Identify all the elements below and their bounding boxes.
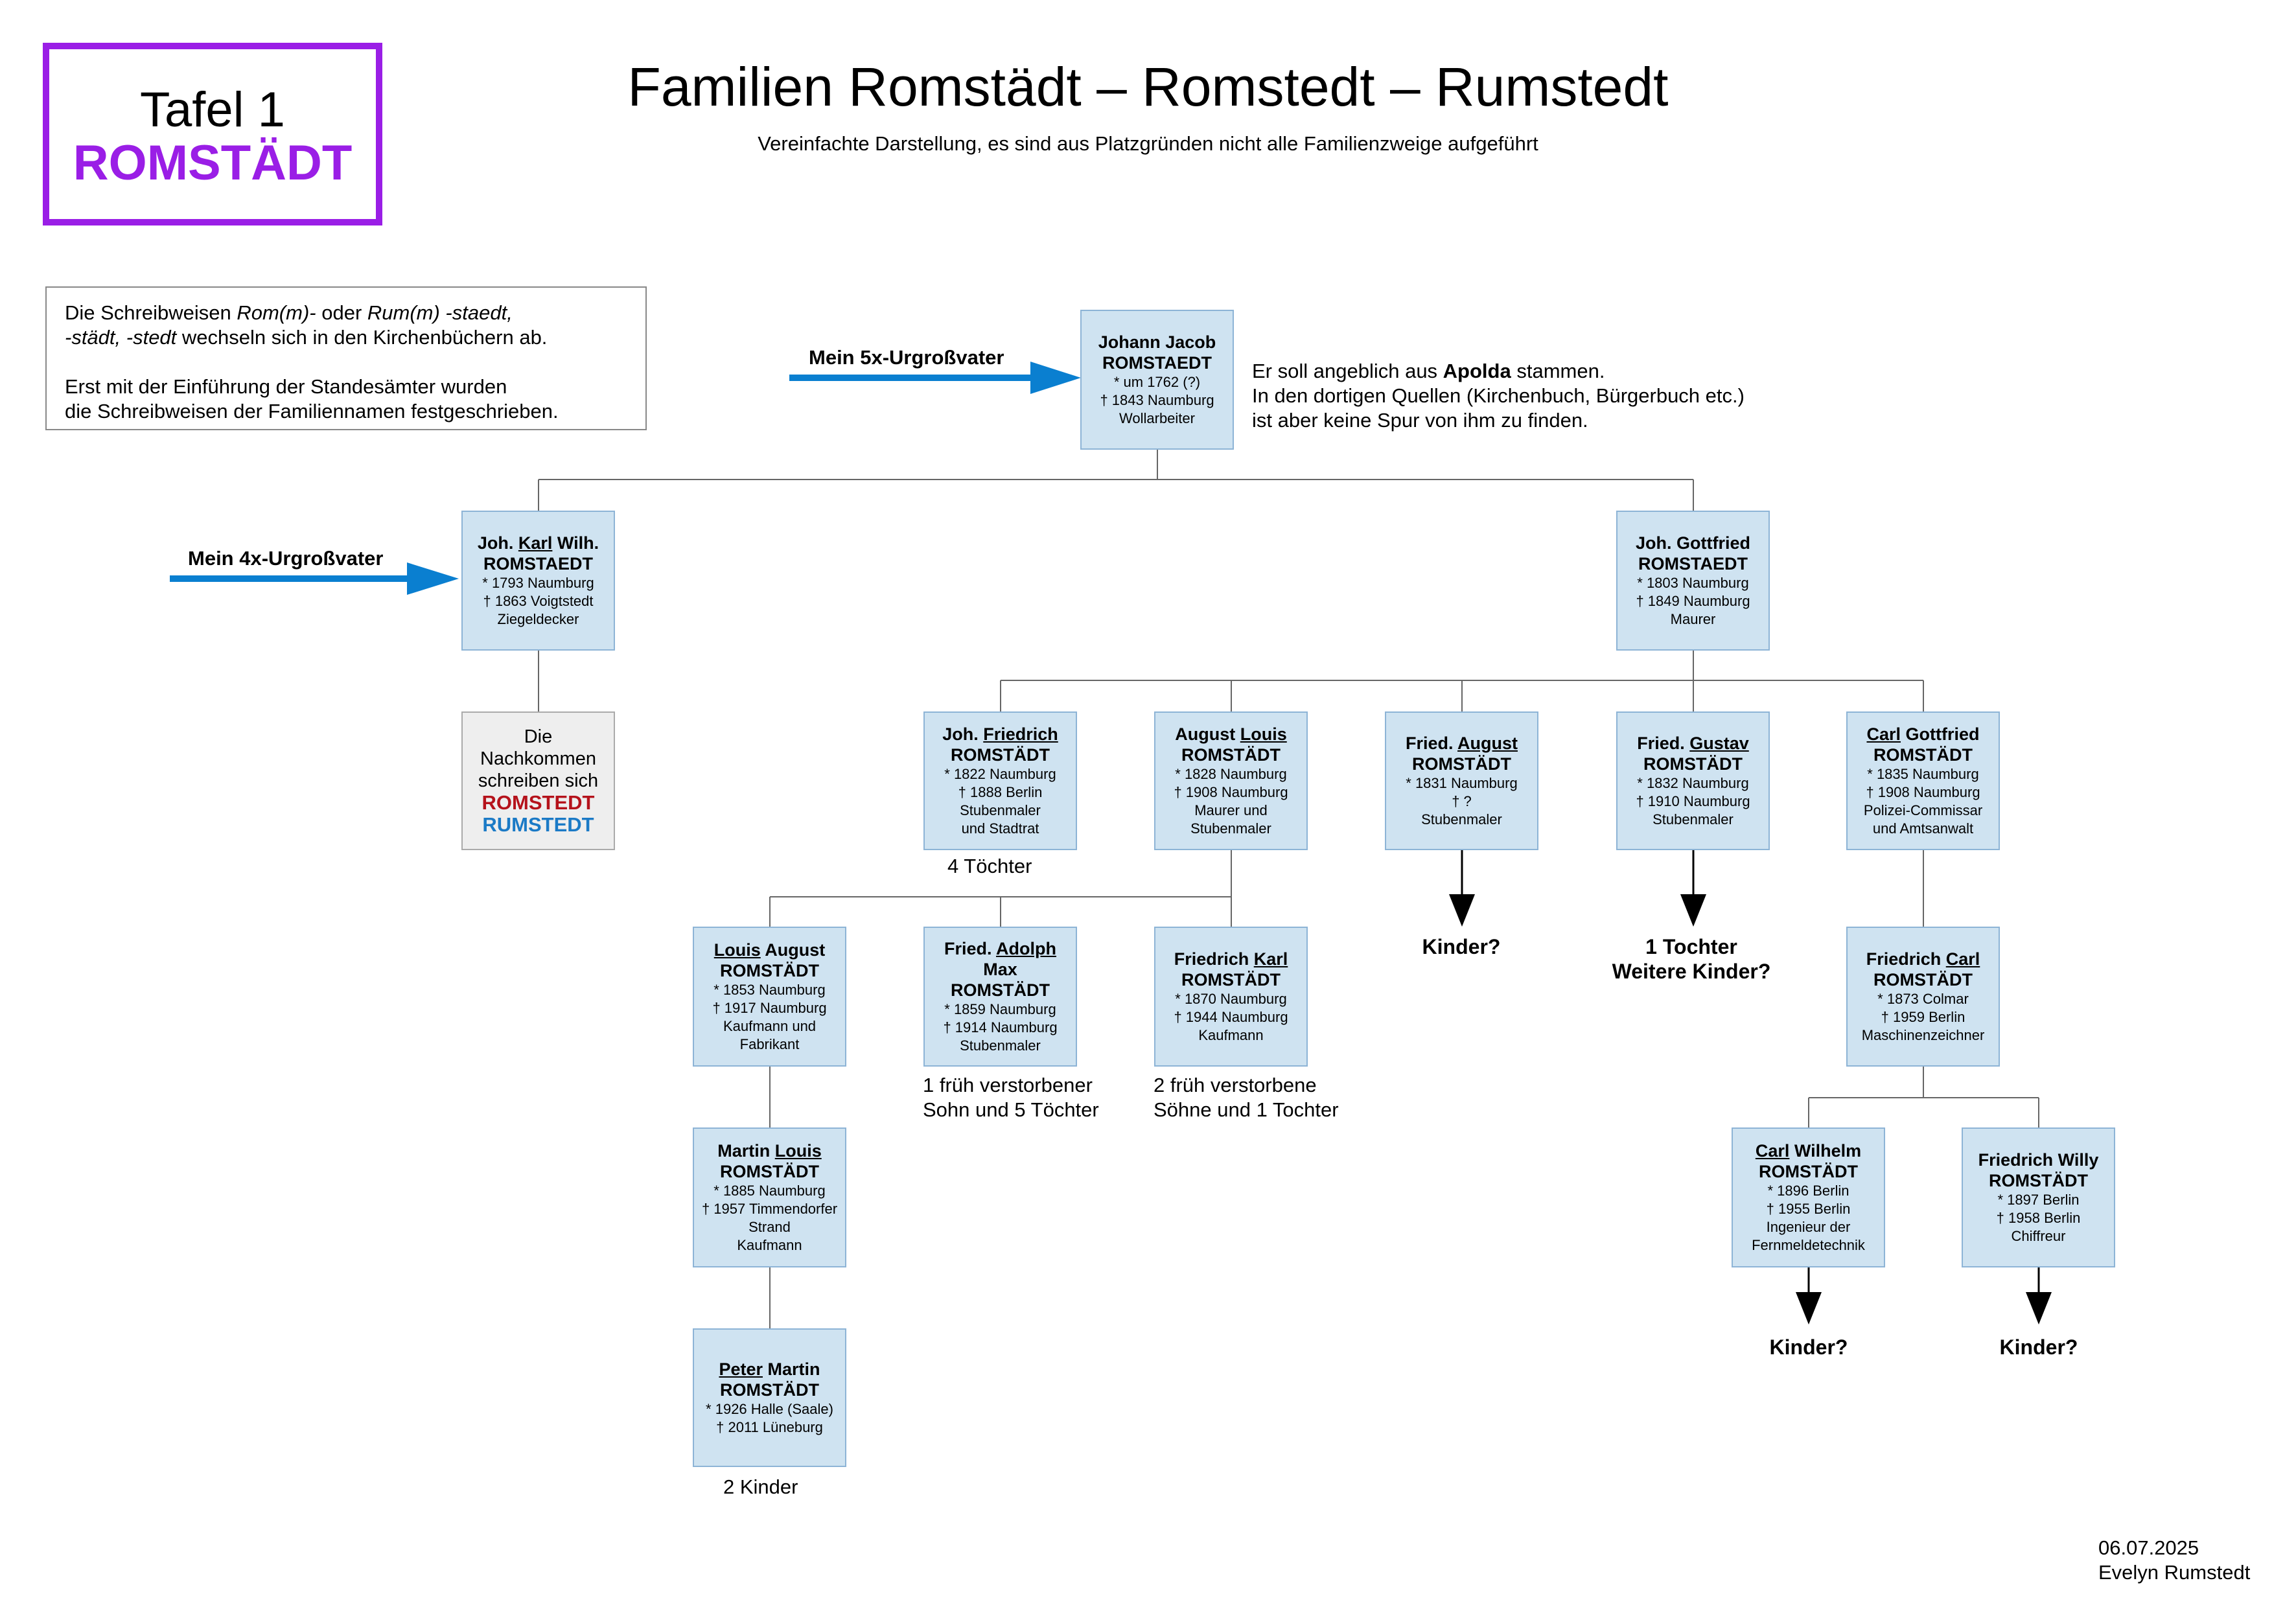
person-joh-gottfried[interactable]: Joh. Gottfried ROMSTAEDT * 1803 Naumburg… [1616,511,1770,651]
label-kinder-friedrich-willy: Kinder? [1999,1335,2078,1359]
page-title: Familien Romstädt – Romstedt – Rumstedt [627,56,1669,117]
spelling-note: Die Schreibweisen Rom(m)- oder Rum(m) -s… [45,286,647,430]
person-carl-wilhelm[interactable]: Carl Wilhelm ROMSTÄDT * 1896 Berlin † 19… [1732,1127,1885,1267]
label-4-toechter: 4 Töchter [947,855,1032,877]
arrow-down-icon [1796,1292,1822,1324]
person-johann-jacob[interactable]: Johann Jacob ROMSTAEDT * um 1762 (?) † 1… [1080,310,1234,450]
person-joh-friedrich[interactable]: Joh. Friedrich ROMSTÄDT * 1822 Naumburg … [923,711,1077,850]
page-subtitle: Vereinfachte Darstellung, es sind aus Pl… [758,132,1538,155]
person-louis-august[interactable]: Louis August ROMSTÄDT * 1853 Naumburg † … [693,927,846,1067]
footer-author: Evelyn Rumstedt [2098,1561,2251,1584]
person-fried-gustav[interactable]: Fried. Gustav ROMSTÄDT * 1832 Naumburg †… [1616,711,1770,850]
gen4-arrow-head-icon [407,562,459,595]
person-fried-adolph[interactable]: Fried. Adolph Max ROMSTÄDT * 1859 Naumbu… [923,927,1077,1067]
gen5-arrow-shaft [789,375,1036,381]
person-karl-wilh[interactable]: Joh. Karl Wilh. ROMSTAEDT * 1793 Naumbur… [461,511,615,651]
tafel-family: ROMSTÄDT [73,135,353,191]
descendants-note: Die Nachkommen schreiben sich ROMSTEDT R… [461,711,615,850]
label-kinder-carl-wilhelm: Kinder? [1769,1335,1848,1359]
footer: 06.07.2025 Evelyn Rumstedt [2098,1536,2250,1585]
gen4-arrow-shaft [170,575,411,582]
arrow-down-icon [1449,894,1475,927]
label-peter-kids: 2 Kinder [723,1475,798,1498]
footer-date: 06.07.2025 [2098,1536,2199,1559]
person-friedrich-carl[interactable]: Friedrich Carl ROMSTÄDT * 1873 Colmar † … [1846,927,2000,1067]
person-carl-gottfried[interactable]: Carl Gottfried ROMSTÄDT * 1835 Naumburg … [1846,711,2000,850]
arrow-down-icon [2026,1292,2052,1324]
label-adolph-kids: 1 früh verstorbener Sohn und 5 Töchter [923,1074,1099,1121]
gen4-label: Mein 4x-Urgroßvater [188,547,384,570]
label-friedrich-karl-kids: 2 früh verstorbene Söhne und 1 Tochter [1154,1074,1339,1121]
person-friedrich-karl[interactable]: Friedrich Karl ROMSTÄDT * 1870 Naumburg … [1154,927,1308,1067]
person-fried-august[interactable]: Fried. August ROMSTÄDT * 1831 Naumburg †… [1385,711,1538,850]
label-kinder-august: Kinder? [1422,935,1501,958]
tafel-badge: Tafel 1 ROMSTÄDT [43,43,382,225]
person-friedrich-willy[interactable]: Friedrich Willy ROMSTÄDT * 1897 Berlin †… [1962,1127,2115,1267]
arrow-down-icon [1680,894,1706,927]
person-august-louis[interactable]: August Louis ROMSTÄDT * 1828 Naumburg † … [1154,711,1308,850]
label-gustav-kids: 1 Tochter Weitere Kinder? [1612,935,1771,983]
person-martin-louis[interactable]: Martin Louis ROMSTÄDT * 1885 Naumburg † … [693,1127,846,1267]
apolda-note: Er soll angeblich aus Apolda stammen. In… [1252,360,1745,432]
gen5-arrow-head-icon [1030,362,1081,394]
gen5-label: Mein 5x-Urgroßvater [809,346,1004,369]
tafel-number: Tafel 1 [140,82,285,137]
person-peter-martin[interactable]: Peter Martin ROMSTÄDT * 1926 Halle (Saal… [693,1328,846,1467]
